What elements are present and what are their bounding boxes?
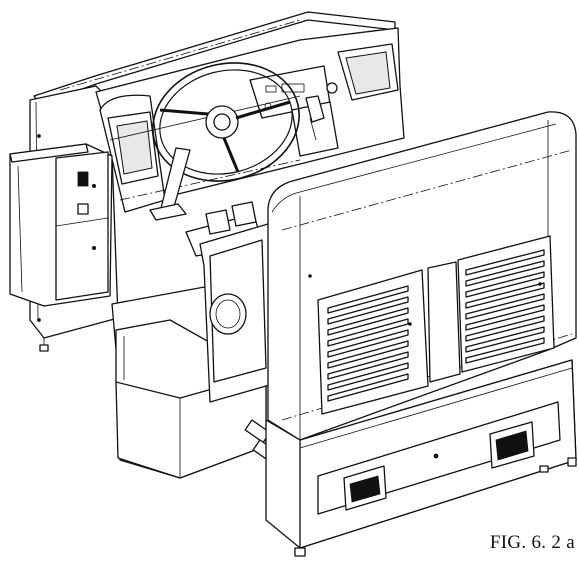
louver-slat <box>327 340 409 369</box>
louver-slat <box>465 271 545 298</box>
shift-lever <box>291 95 339 157</box>
coin-slot-lower <box>77 203 89 215</box>
coin-slot-upper <box>77 171 89 187</box>
louver-slat <box>327 318 409 347</box>
round-access-hole <box>209 293 247 335</box>
louver-slat <box>465 326 545 353</box>
louver-slat <box>327 285 409 314</box>
louver-slat <box>327 362 409 391</box>
figure-caption: FIG. 6. 2 a <box>489 532 575 553</box>
louver-slat <box>327 351 409 380</box>
louver-vent-left <box>327 285 409 402</box>
right-monitor-screen <box>345 51 391 95</box>
grille-left <box>343 465 387 511</box>
grille-right <box>489 421 535 469</box>
base-front <box>265 359 577 557</box>
louver-slat <box>465 315 545 342</box>
louver-slat <box>327 307 409 336</box>
louver-slat <box>327 373 409 402</box>
louver-slat <box>465 249 545 276</box>
louver-slat <box>327 296 409 325</box>
louver-slat <box>465 304 545 331</box>
seat-base <box>115 223 283 479</box>
seat-cover-unit <box>267 111 577 441</box>
louver-vent-right <box>465 249 545 364</box>
louver-slat <box>465 282 545 309</box>
steering-wheel <box>149 62 300 221</box>
louver-slat <box>465 260 545 287</box>
louver-slat <box>465 337 545 364</box>
louver-slat <box>327 329 409 358</box>
left-monitor-screen <box>116 120 153 175</box>
coin-door-box <box>9 143 113 307</box>
louver-slat <box>465 293 545 320</box>
